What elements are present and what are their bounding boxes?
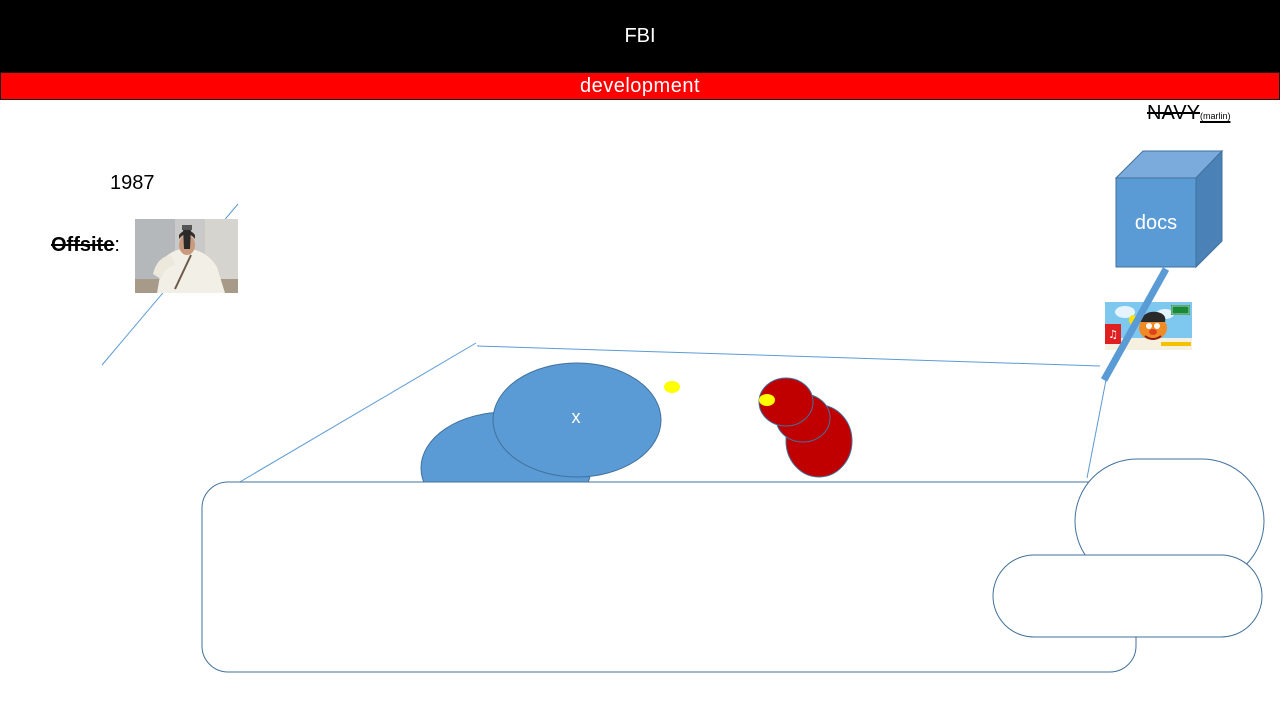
rounded-shape-lower	[992, 554, 1263, 638]
header-bar: FBI	[0, 0, 1280, 72]
navy-subscript: (marlin)	[1199, 111, 1231, 121]
perspective-line-right	[1086, 379, 1107, 479]
navy-text: NAVY	[1147, 102, 1200, 124]
svg-text:♫: ♫	[1108, 328, 1118, 341]
person-photo-icon	[135, 219, 238, 293]
perspective-line-left	[215, 342, 477, 497]
sesame-street-thumbnail-icon: ♫	[1105, 302, 1192, 350]
sesame-street-thumbnail[interactable]: ♫	[1105, 302, 1192, 350]
offsite-colon: :	[114, 234, 120, 256]
subheader-bar: development	[0, 72, 1280, 100]
ellipse-x-label: x	[571, 407, 581, 427]
perspective-line-top	[476, 345, 1101, 367]
person-photo	[135, 219, 238, 293]
header-title: FBI	[624, 24, 656, 47]
docs-cube-label[interactable]: docs	[1134, 211, 1178, 234]
yellow-dot-2	[759, 394, 775, 406]
offsite-label: Offsite	[51, 234, 115, 256]
red-circle-small	[758, 377, 814, 427]
cube-front-face	[1115, 177, 1197, 268]
offsite-row: Offsite:	[51, 234, 120, 257]
yellow-dot-1	[664, 381, 680, 393]
navy-label: NAVY(marlin)	[1147, 102, 1230, 125]
subheader-title: development	[579, 74, 701, 97]
blue-ellipse-x	[492, 362, 662, 478]
year-label: 1987	[110, 172, 155, 194]
rounded-rect-table	[201, 481, 1137, 673]
